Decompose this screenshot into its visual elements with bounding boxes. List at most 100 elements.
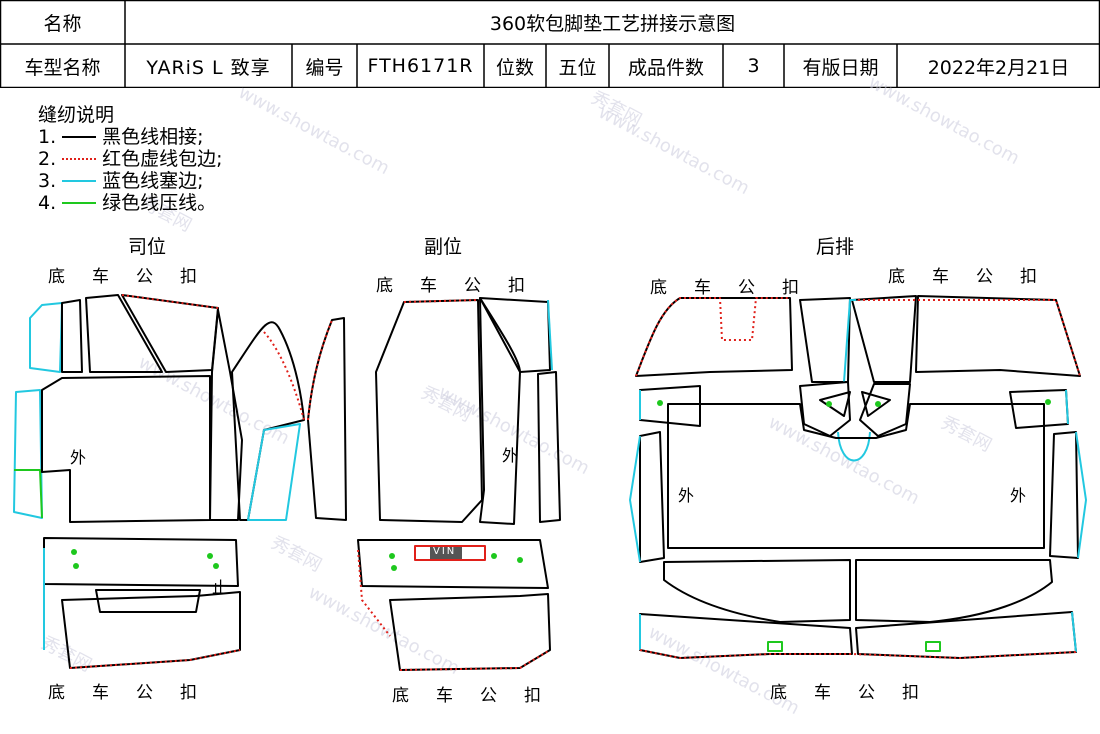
rear-red-edge (639, 649, 1077, 659)
green-dot (657, 400, 663, 406)
sewing-legend: 缝纫说明 1. 黑色线相接; 2. 红色虚线包边; 3. 蓝色线塞边; 4. 绿… (38, 104, 223, 214)
outer-label: 外 (502, 446, 519, 465)
passenger-red-edge (399, 649, 551, 671)
green-dot (875, 401, 881, 407)
driver-piece (121, 294, 219, 373)
driver-main-panel (41, 375, 211, 523)
passenger-red-edge (357, 549, 391, 637)
rear-red-edge (635, 297, 790, 377)
base-clip-label: 底车公扣 (770, 683, 946, 703)
legend-num: 1. (38, 126, 57, 148)
driver-green-seam (14, 469, 43, 519)
model-value: YARiS L 致享 (146, 56, 271, 79)
green-dot (517, 557, 523, 563)
green-dot (207, 553, 213, 559)
base-clip-label: 底车公扣 (888, 267, 1064, 287)
base-clip-label: 底车公扣 (48, 683, 224, 703)
section-passenger-title: 副位 (424, 236, 463, 258)
rear-hump-right (859, 383, 911, 437)
rear-main-panel (667, 403, 1045, 549)
rear-mat (629, 295, 1087, 659)
green-line-swatch (62, 202, 97, 204)
rear-green-patch (767, 641, 783, 652)
passenger-side-strip (537, 371, 561, 523)
legend-text: 黑色线相接; (102, 126, 204, 148)
passenger-piece (479, 297, 521, 525)
driver-piece (61, 299, 83, 373)
legend-num: 3. (38, 170, 57, 192)
rear-center-left (799, 297, 851, 383)
driver-red-edge (121, 294, 219, 309)
driver-lower-band (43, 537, 239, 587)
green-dot (491, 553, 497, 559)
passenger-piece (479, 297, 551, 373)
rear-hump-notch (861, 391, 891, 417)
legend-text: 红色虚线包边; (102, 148, 223, 170)
rear-cyan-tab (837, 431, 871, 462)
driver-left-strip (29, 302, 63, 373)
outer-label: 外 (1010, 486, 1027, 505)
driver-cyan-edge (247, 423, 301, 521)
passenger-mat (307, 297, 561, 671)
stop-label: 止 (212, 578, 229, 597)
legend-item: 4. 绿色线压线。 (38, 192, 223, 214)
green-dot (73, 563, 79, 569)
base-clip-label: 底车公扣 (392, 686, 568, 706)
rear-top-right (915, 295, 1081, 377)
rear-green-patch (925, 641, 941, 652)
rear-right-pad (1009, 389, 1069, 429)
rear-left-pad (639, 385, 701, 427)
driver-red-edge (263, 331, 305, 421)
rear-cyan-edge (1075, 431, 1087, 559)
driver-side-strip (13, 389, 43, 519)
name-label: 名称 (43, 12, 82, 35)
legend-num: 4. (38, 192, 57, 214)
driver-piece (209, 309, 243, 521)
passenger-red-edge (307, 319, 333, 421)
position-label: 位数 (495, 56, 534, 79)
driver-mat (13, 294, 305, 669)
outer-label: 外 (678, 486, 695, 505)
passenger-main-panel (375, 299, 483, 523)
rear-left-strip (639, 431, 665, 563)
rear-heel-right (855, 611, 1077, 659)
passenger-cyan-edge (547, 299, 553, 371)
driver-heel-pad (61, 591, 241, 669)
legend-text: 绿色线压线。 (102, 192, 217, 214)
base-clip-label: 底车公扣 (48, 267, 224, 287)
section-rear-title: 后排 (816, 236, 855, 258)
pieces-label: 成品件数 (627, 56, 704, 79)
legend-item: 3. 蓝色线塞边; (38, 170, 223, 192)
green-dot (71, 549, 77, 555)
base-clip-label: 底车公扣 (650, 278, 826, 298)
legend-text: 蓝色线塞边; (102, 170, 204, 192)
header-table: 名称 360软包脚垫工艺拼接示意图 车型名称 YARiS L 致享 编号 FTH… (0, 0, 1100, 89)
green-dot (389, 553, 395, 559)
section-driver-title: 司位 (128, 236, 167, 258)
rear-top-left (635, 297, 793, 377)
legend-item: 2. 红色虚线包边; (38, 148, 223, 170)
rear-cyan-edge (1071, 611, 1077, 653)
blue-line-swatch (62, 180, 97, 182)
driver-red-edge (69, 649, 241, 669)
position-value: 五位 (558, 56, 597, 79)
rear-cyan-edge (1065, 389, 1069, 425)
diagram-title: 360软包脚垫工艺拼接示意图 (489, 12, 736, 35)
date-label: 有版日期 (802, 56, 879, 79)
code-value: FTH6171R (367, 55, 474, 77)
pieces-value: 3 (747, 55, 760, 77)
driver-tunnel-piece (231, 321, 305, 521)
rear-lower-left (663, 559, 851, 623)
driver-piece (95, 589, 201, 613)
legend-title: 缝纫说明 (38, 104, 115, 126)
code-label: 编号 (305, 56, 344, 79)
rear-hump-notch (819, 391, 851, 417)
driver-piece (85, 294, 163, 373)
vin-window (430, 547, 462, 559)
rear-red-edge (858, 299, 1081, 377)
legend-num: 2. (38, 148, 57, 170)
rear-hump-left (799, 381, 851, 437)
rear-cyan-edge (843, 299, 856, 383)
passenger-red-edge (403, 299, 479, 303)
base-clip-label: 底车公扣 (376, 276, 552, 296)
